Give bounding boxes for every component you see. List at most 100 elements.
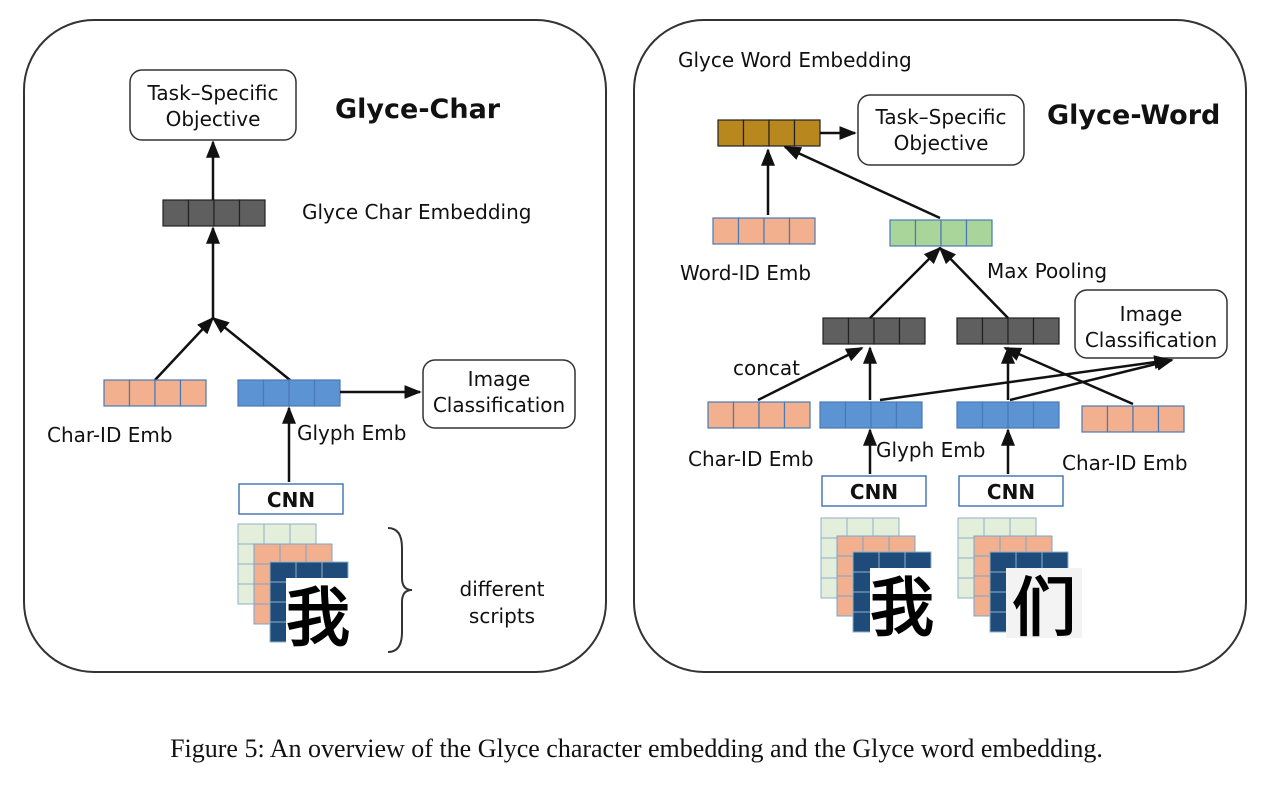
vector-cell	[717, 119, 745, 147]
right-glyph-label: Glyph Emb	[876, 438, 985, 462]
left-glyph-label: Glyph Emb	[297, 421, 406, 445]
vector-cell	[844, 401, 872, 429]
vector-cell	[712, 217, 740, 245]
vector-cell	[288, 379, 316, 407]
vector-cell	[187, 199, 215, 227]
left-classification-line2: Classification	[433, 393, 565, 417]
vector-cell	[154, 379, 182, 407]
left-objective-box: Task–Specific Objective	[129, 69, 297, 141]
left-image-classification-box: Image Classification	[422, 359, 576, 429]
vector-cell	[162, 199, 190, 227]
left-script-stack: 我	[237, 523, 350, 656]
left-scripts-label-1: different	[460, 577, 545, 601]
right-char-id-label-right: Char-ID Emb	[1062, 451, 1188, 475]
left-objective-line1: Task–Specific	[146, 81, 278, 105]
vector-cell	[898, 317, 926, 345]
left-cnn-box: CNN	[238, 483, 344, 515]
vector-cell	[238, 199, 266, 227]
right-objective-line2: Objective	[894, 131, 989, 155]
vector-cell	[742, 119, 770, 147]
left-classification-line1: Image	[468, 367, 531, 391]
script-grid-cell	[846, 517, 874, 539]
vector-cell	[237, 379, 265, 407]
glyce-char-embedding-label: Glyce Char Embedding	[302, 200, 531, 224]
max-pooled-vector	[889, 219, 993, 247]
glyce-word-embedding-label: Glyce Word Embedding	[678, 48, 912, 72]
glyce-char-title: Glyce-Char	[335, 94, 501, 125]
vector-cell	[783, 401, 811, 429]
right-script-stack-1: 我	[820, 517, 934, 646]
concat-label: concat	[733, 356, 800, 380]
vector-cell	[1081, 405, 1109, 433]
glyce-word-panel	[633, 19, 1247, 673]
vector-cell	[793, 119, 821, 147]
vector-cell	[889, 219, 917, 247]
vector-cell	[1032, 317, 1060, 345]
script-grid-cell	[263, 523, 291, 545]
vector-cell	[822, 317, 850, 345]
vector-cell	[873, 317, 901, 345]
right-char-id-label-left: Char-ID Emb	[688, 447, 814, 471]
right-image-classification-box: Image Classification	[1074, 289, 1228, 359]
left-cnn-label: CNN	[267, 488, 315, 512]
word-id-label: Word-ID Emb	[680, 261, 811, 285]
left-objective-line2: Objective	[166, 107, 261, 131]
right-char-vector-1	[822, 317, 926, 345]
right-cnn-label-1: CNN	[850, 480, 898, 504]
glyce-char-panel	[23, 19, 607, 673]
right-char-id-vector-1	[707, 401, 811, 429]
vector-cell	[313, 379, 341, 407]
right-classification-line2: Classification	[1085, 328, 1217, 352]
left-character-glyph: 我	[286, 581, 350, 656]
right-arrow-charid2-to-char2	[1003, 346, 1134, 406]
vector-cell	[870, 401, 898, 429]
right-script-stack-2: 们	[957, 517, 1082, 646]
word-id-vector	[712, 217, 816, 245]
script-grid-cell	[957, 517, 985, 539]
glyce-char-embedding-vector	[162, 199, 266, 227]
vector-cell	[768, 119, 796, 147]
right-arrow-glyph2-to-classification	[1009, 356, 1174, 402]
vector-cell	[707, 401, 735, 429]
right-arrow-pooled-to-word	[783, 145, 941, 220]
left-glyph-vector	[237, 379, 341, 407]
vector-cell	[847, 317, 875, 345]
right-arrow-char2-to-pooled	[938, 246, 1009, 319]
vector-cell	[763, 217, 791, 245]
vector-cell	[788, 217, 816, 245]
script-grid-cell	[1009, 517, 1037, 539]
right-objective-box: Task–Specific Objective	[857, 94, 1025, 166]
left-scripts-brace	[387, 527, 413, 653]
script-grid-cell	[872, 517, 900, 539]
vector-cell	[1132, 405, 1160, 433]
vector-cell	[819, 401, 847, 429]
left-arrow-charid-to-merge	[154, 316, 215, 381]
right-cnn-box-2: CNN	[958, 475, 1064, 507]
right-character-glyph-2: 们	[1012, 571, 1076, 646]
glyce-word-title: Glyce-Word	[1047, 100, 1220, 131]
vector-cell	[914, 219, 942, 247]
vector-cell	[262, 379, 290, 407]
glyce-word-embedding-vector	[717, 119, 821, 147]
script-grid-cell	[820, 517, 848, 539]
right-glyph-vector-1	[819, 401, 923, 429]
script-grid-cell	[983, 517, 1011, 539]
vector-cell	[103, 379, 131, 407]
vector-cell	[213, 199, 241, 227]
vector-cell	[1007, 317, 1035, 345]
vector-cell	[981, 401, 1009, 429]
vector-cell	[1106, 405, 1134, 433]
right-objective-line1: Task–Specific	[874, 105, 1006, 129]
right-cnn-box-1: CNN	[821, 475, 927, 507]
vector-cell	[1007, 401, 1035, 429]
right-cnn-label-2: CNN	[987, 480, 1035, 504]
right-classification-line1: Image	[1120, 302, 1183, 326]
script-grid-cell	[279, 543, 307, 565]
max-pooling-label: Max Pooling	[987, 259, 1107, 283]
vector-cell	[940, 219, 968, 247]
vector-cell	[956, 317, 984, 345]
right-arrow-glyph1-to-classification	[879, 355, 1172, 402]
figure-caption: Figure 5: An overview of the Glyce chara…	[170, 734, 1103, 763]
vector-cell	[895, 401, 923, 429]
vector-cell	[1032, 401, 1060, 429]
